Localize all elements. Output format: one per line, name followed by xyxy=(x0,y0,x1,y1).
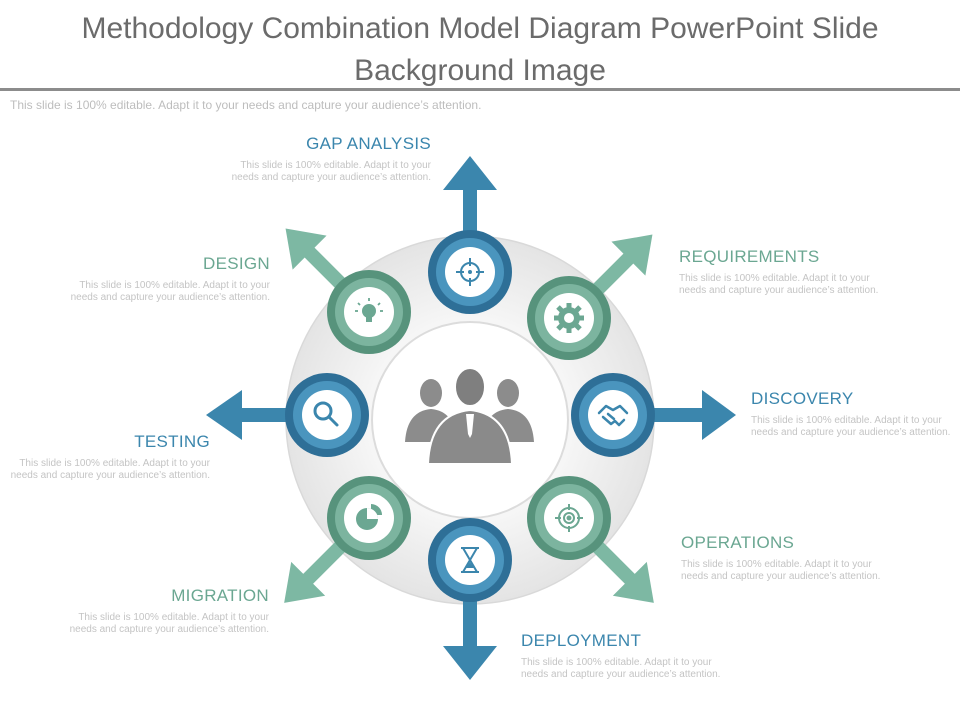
handshake-icon xyxy=(597,404,629,427)
node-discovery xyxy=(571,373,655,457)
slide-title: Methodology Combination Model Diagram Po… xyxy=(81,12,879,87)
arrow-discovery xyxy=(650,390,736,440)
node-gap-analysis xyxy=(428,230,512,314)
item-description: This slide is 100% editable. Adapt it to… xyxy=(679,273,879,296)
target-icon xyxy=(555,504,583,532)
item-description: This slide is 100% editable. Adapt it to… xyxy=(521,657,721,680)
node-requirements xyxy=(527,276,611,360)
item-title: DESIGN xyxy=(203,254,270,273)
item-description: This slide is 100% editable. Adapt it to… xyxy=(751,415,951,438)
node-testing xyxy=(285,373,369,457)
item-title: OPERATIONS xyxy=(681,533,795,552)
people-group-icon xyxy=(405,367,534,465)
crosshair-icon xyxy=(456,258,484,286)
item-description: This slide is 100% editable. Adapt it to… xyxy=(231,160,431,183)
slide-subtitle: This slide is 100% editable. Adapt it to… xyxy=(10,98,482,112)
pie-chart-icon xyxy=(356,504,382,530)
node-deployment xyxy=(428,518,512,602)
lightbulb-icon xyxy=(355,298,383,322)
item-title: DISCOVERY xyxy=(751,389,854,408)
gear-icon xyxy=(554,303,584,333)
item-title: MIGRATION xyxy=(171,586,269,605)
item-title: GAP ANALYSIS xyxy=(306,134,431,153)
magnifier-icon xyxy=(313,401,339,427)
arrow-testing xyxy=(206,390,290,440)
node-design xyxy=(327,270,411,354)
item-description: This slide is 100% editable. Adapt it to… xyxy=(69,612,269,635)
item-description: This slide is 100% editable. Adapt it to… xyxy=(681,559,881,582)
item-title: REQUIREMENTS xyxy=(679,247,820,266)
arrow-deployment xyxy=(443,595,497,680)
item-description: This slide is 100% editable. Adapt it to… xyxy=(10,458,210,481)
hourglass-icon xyxy=(461,547,479,573)
item-title: DEPLOYMENT xyxy=(521,631,642,650)
item-migration: MIGRATION This slide is 100% editable. A… xyxy=(69,586,269,636)
item-design: DESIGN This slide is 100% editable. Adap… xyxy=(70,254,270,304)
item-description: This slide is 100% editable. Adapt it to… xyxy=(70,280,270,303)
node-migration xyxy=(327,476,411,560)
title-divider xyxy=(0,88,960,91)
item-operations: OPERATIONS This slide is 100% editable. … xyxy=(681,533,881,583)
item-gap-analysis: GAP ANALYSIS This slide is 100% editable… xyxy=(231,134,431,184)
item-requirements: REQUIREMENTS This slide is 100% editable… xyxy=(679,247,879,297)
item-deployment: DEPLOYMENT This slide is 100% editable. … xyxy=(521,631,721,681)
item-discovery: DISCOVERY This slide is 100% editable. A… xyxy=(751,389,951,439)
arrow-gap-analysis xyxy=(443,156,497,244)
item-testing: TESTING This slide is 100% editable. Ada… xyxy=(10,432,210,482)
node-operations xyxy=(527,476,611,560)
item-title: TESTING xyxy=(134,432,210,451)
